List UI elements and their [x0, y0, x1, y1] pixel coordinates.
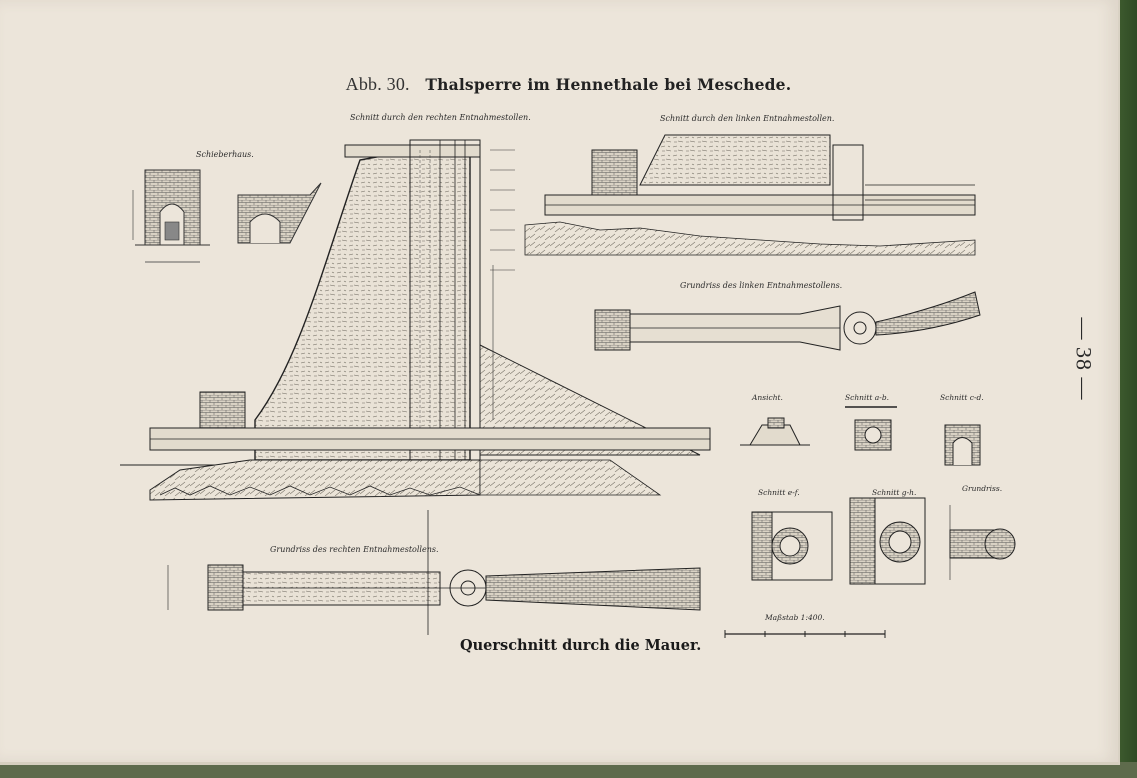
- label-schnitt-ef: Schnitt e-f.: [758, 488, 800, 497]
- section-left-intake: Schnitt durch den linken Entnahmestollen…: [524, 114, 976, 256]
- figure-number: Abb. 30.: [345, 74, 410, 94]
- plan-left-intake: Grundriss des linken Entnahmestollens.: [594, 281, 981, 351]
- schieberhaus-front-view: [132, 169, 210, 263]
- label-schieberhaus: Schieberhaus.: [196, 150, 254, 159]
- detail-schnitt-ab: Schnitt a-b.: [845, 393, 897, 451]
- plan-right-intake: Grundriss des rechten Entnahmestollens.: [167, 510, 701, 635]
- label-schnitt-gh: Schnitt g-h.: [872, 488, 916, 497]
- schieberhaus-side-view: [237, 182, 322, 244]
- detail-schnitt-ef: Schnitt e-f.: [751, 488, 833, 581]
- label-schnitt-rechter: Schnitt durch den rechten Entnahmestolle…: [350, 113, 531, 122]
- detail-ansicht: Ansicht.: [740, 393, 810, 446]
- caption: Querschnitt durch die Mauer.: [460, 637, 702, 654]
- dam-cross-section: Schnitt durch den rechten Entnahmestolle…: [120, 113, 711, 501]
- label-schnitt-ab: Schnitt a-b.: [845, 393, 889, 402]
- book-cover-edge: [1119, 0, 1137, 778]
- label-grundriss-rechter: Grundriss des rechten Entnahmestollens.: [270, 545, 439, 554]
- detail-schnitt-gh: Schnitt g-h.: [849, 488, 926, 585]
- label-ansicht: Ansicht.: [751, 393, 783, 402]
- label-grundriss-linker: Grundriss des linken Entnahmestollens.: [680, 281, 842, 290]
- scale-bar: Maßstab 1:400.: [724, 613, 886, 638]
- figure-title: Abb. 30. Thalsperre im Hennethale bei Me…: [0, 74, 1137, 95]
- figure-name: Thalsperre im Hennethale bei Meschede.: [425, 75, 792, 94]
- schieberhaus-group: Schieberhaus.: [132, 150, 322, 263]
- detail-grundriss: Grundriss.: [949, 484, 1016, 580]
- label-schnitt-linker: Schnitt durch den linken Entnahmestollen…: [660, 114, 834, 123]
- book-bottom-edge: [0, 762, 1137, 778]
- book-page: [0, 0, 1120, 765]
- label-grundriss: Grundriss.: [962, 484, 1002, 493]
- page-number: — 38 —: [1071, 317, 1097, 401]
- label-schnitt-cd: Schnitt c-d.: [940, 393, 984, 402]
- detail-schnitt-cd: Schnitt c-d.: [940, 393, 984, 466]
- label-massstab: Maßstab 1:400.: [764, 613, 825, 622]
